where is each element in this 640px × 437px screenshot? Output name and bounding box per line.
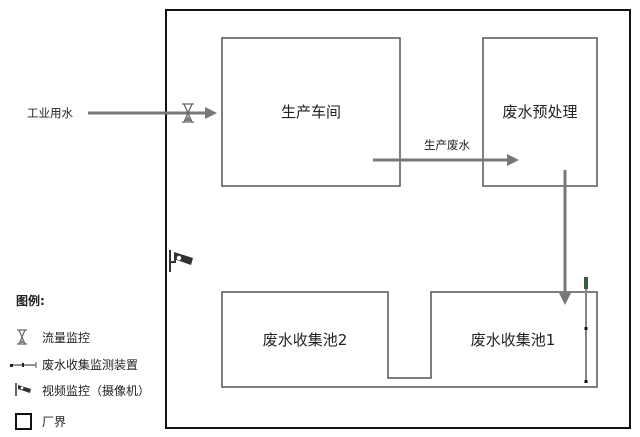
legend-item-plant-boundary: 厂界 — [42, 415, 66, 429]
monitoring-device-icon — [584, 277, 588, 383]
pretreatment-box — [482, 37, 598, 187]
pool1-label: 废水收集池1 — [471, 331, 556, 349]
hourglass-icon — [182, 103, 194, 123]
legend-hourglass-icon — [17, 329, 27, 345]
camera-icon — [169, 250, 193, 272]
production-workshop-label: 生产车间 — [281, 103, 341, 121]
pool2-label: 废水收集池2 — [263, 331, 348, 349]
production-workshop-box — [221, 37, 401, 187]
legend-monitoring-device-icon — [10, 362, 37, 368]
legend-title: 图例: — [16, 293, 45, 308]
legend-item-video-monitoring: 视频监控（摄像机） — [42, 383, 150, 398]
plant-boundary — [165, 9, 631, 429]
legend-item-flow-monitoring: 流量监控 — [42, 331, 90, 345]
production-wastewater-label: 生产废水 — [424, 138, 470, 152]
legend-boundary-square-icon — [15, 413, 32, 430]
industrial-water-label: 工业用水 — [27, 106, 73, 120]
pretreatment-label: 废水预处理 — [502, 103, 577, 121]
legend-item-wastewater-monitoring-device: 废水收集监测装置 — [42, 357, 138, 372]
collection-pools-outline — [221, 291, 598, 388]
legend-camera-icon — [15, 383, 31, 396]
